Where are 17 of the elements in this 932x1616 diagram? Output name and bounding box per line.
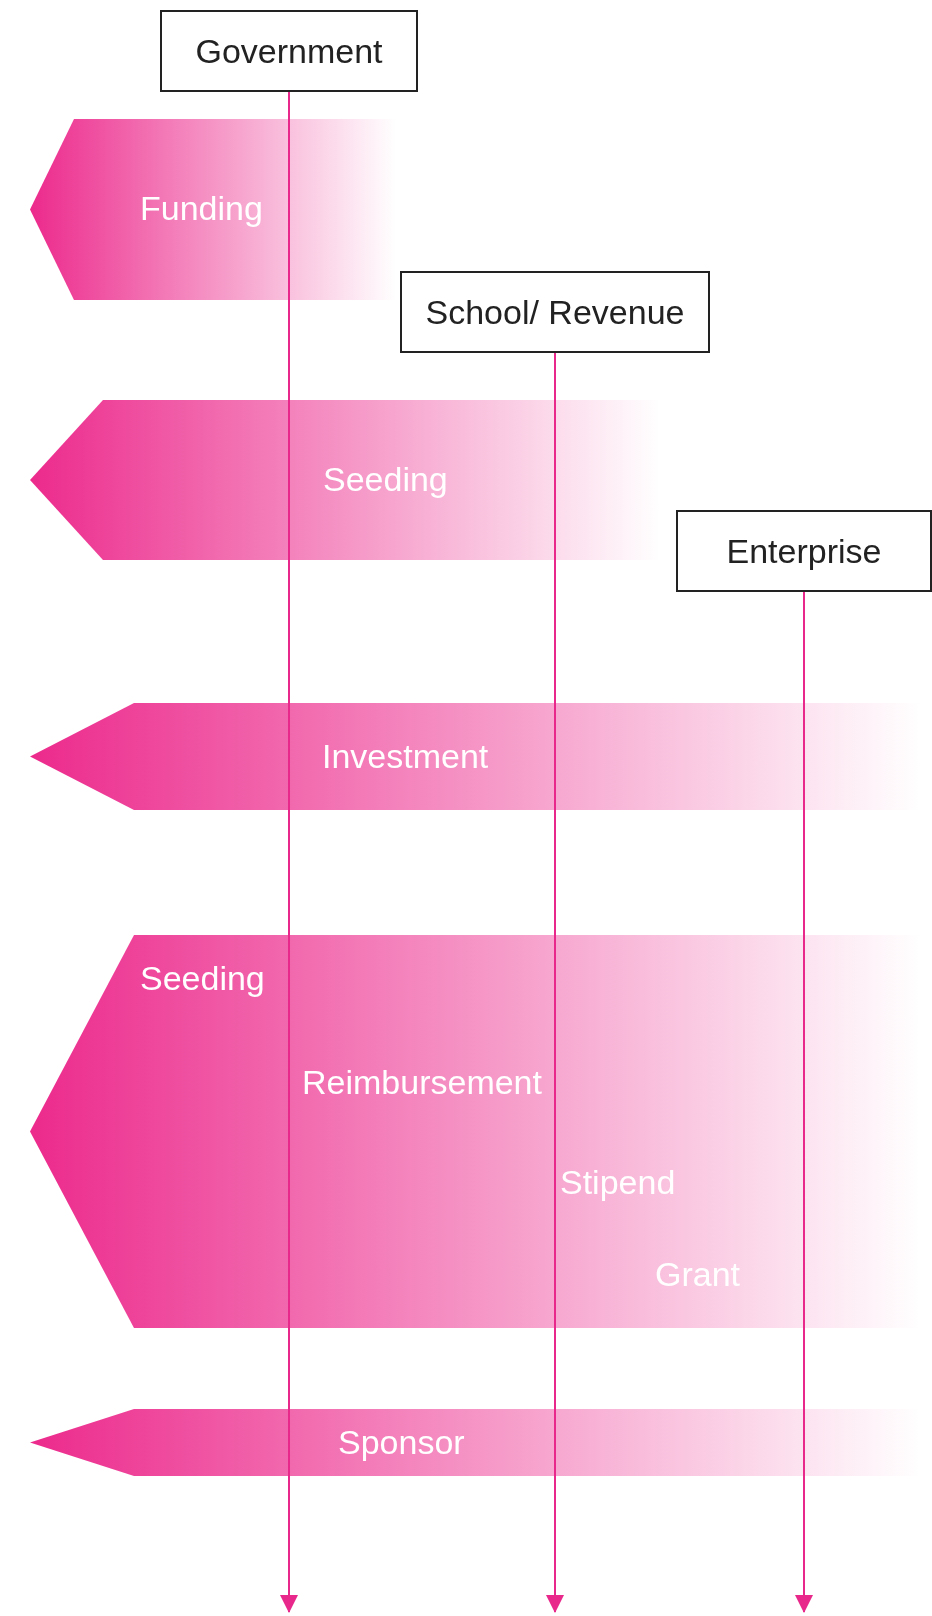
entity-label: Government [195, 31, 383, 71]
entity-box [676, 510, 932, 592]
band-label: Sponsor [338, 1423, 465, 1462]
entity-box [160, 10, 418, 92]
arrow [546, 352, 564, 1613]
entity-label: Enterprise [726, 531, 882, 571]
entity-box [400, 271, 710, 353]
band-label: Stipend [560, 1163, 676, 1202]
band-label: Grant [655, 1255, 741, 1294]
band-label: Seeding [140, 959, 265, 998]
band-label: Reimbursement [302, 1063, 542, 1102]
band-label: Investment [322, 737, 489, 776]
band-label: Funding [140, 189, 263, 228]
arrow [280, 91, 298, 1613]
entity-label: School/ Revenue [425, 292, 685, 332]
arrow [795, 591, 813, 1613]
band-label: Seeding [323, 460, 448, 499]
